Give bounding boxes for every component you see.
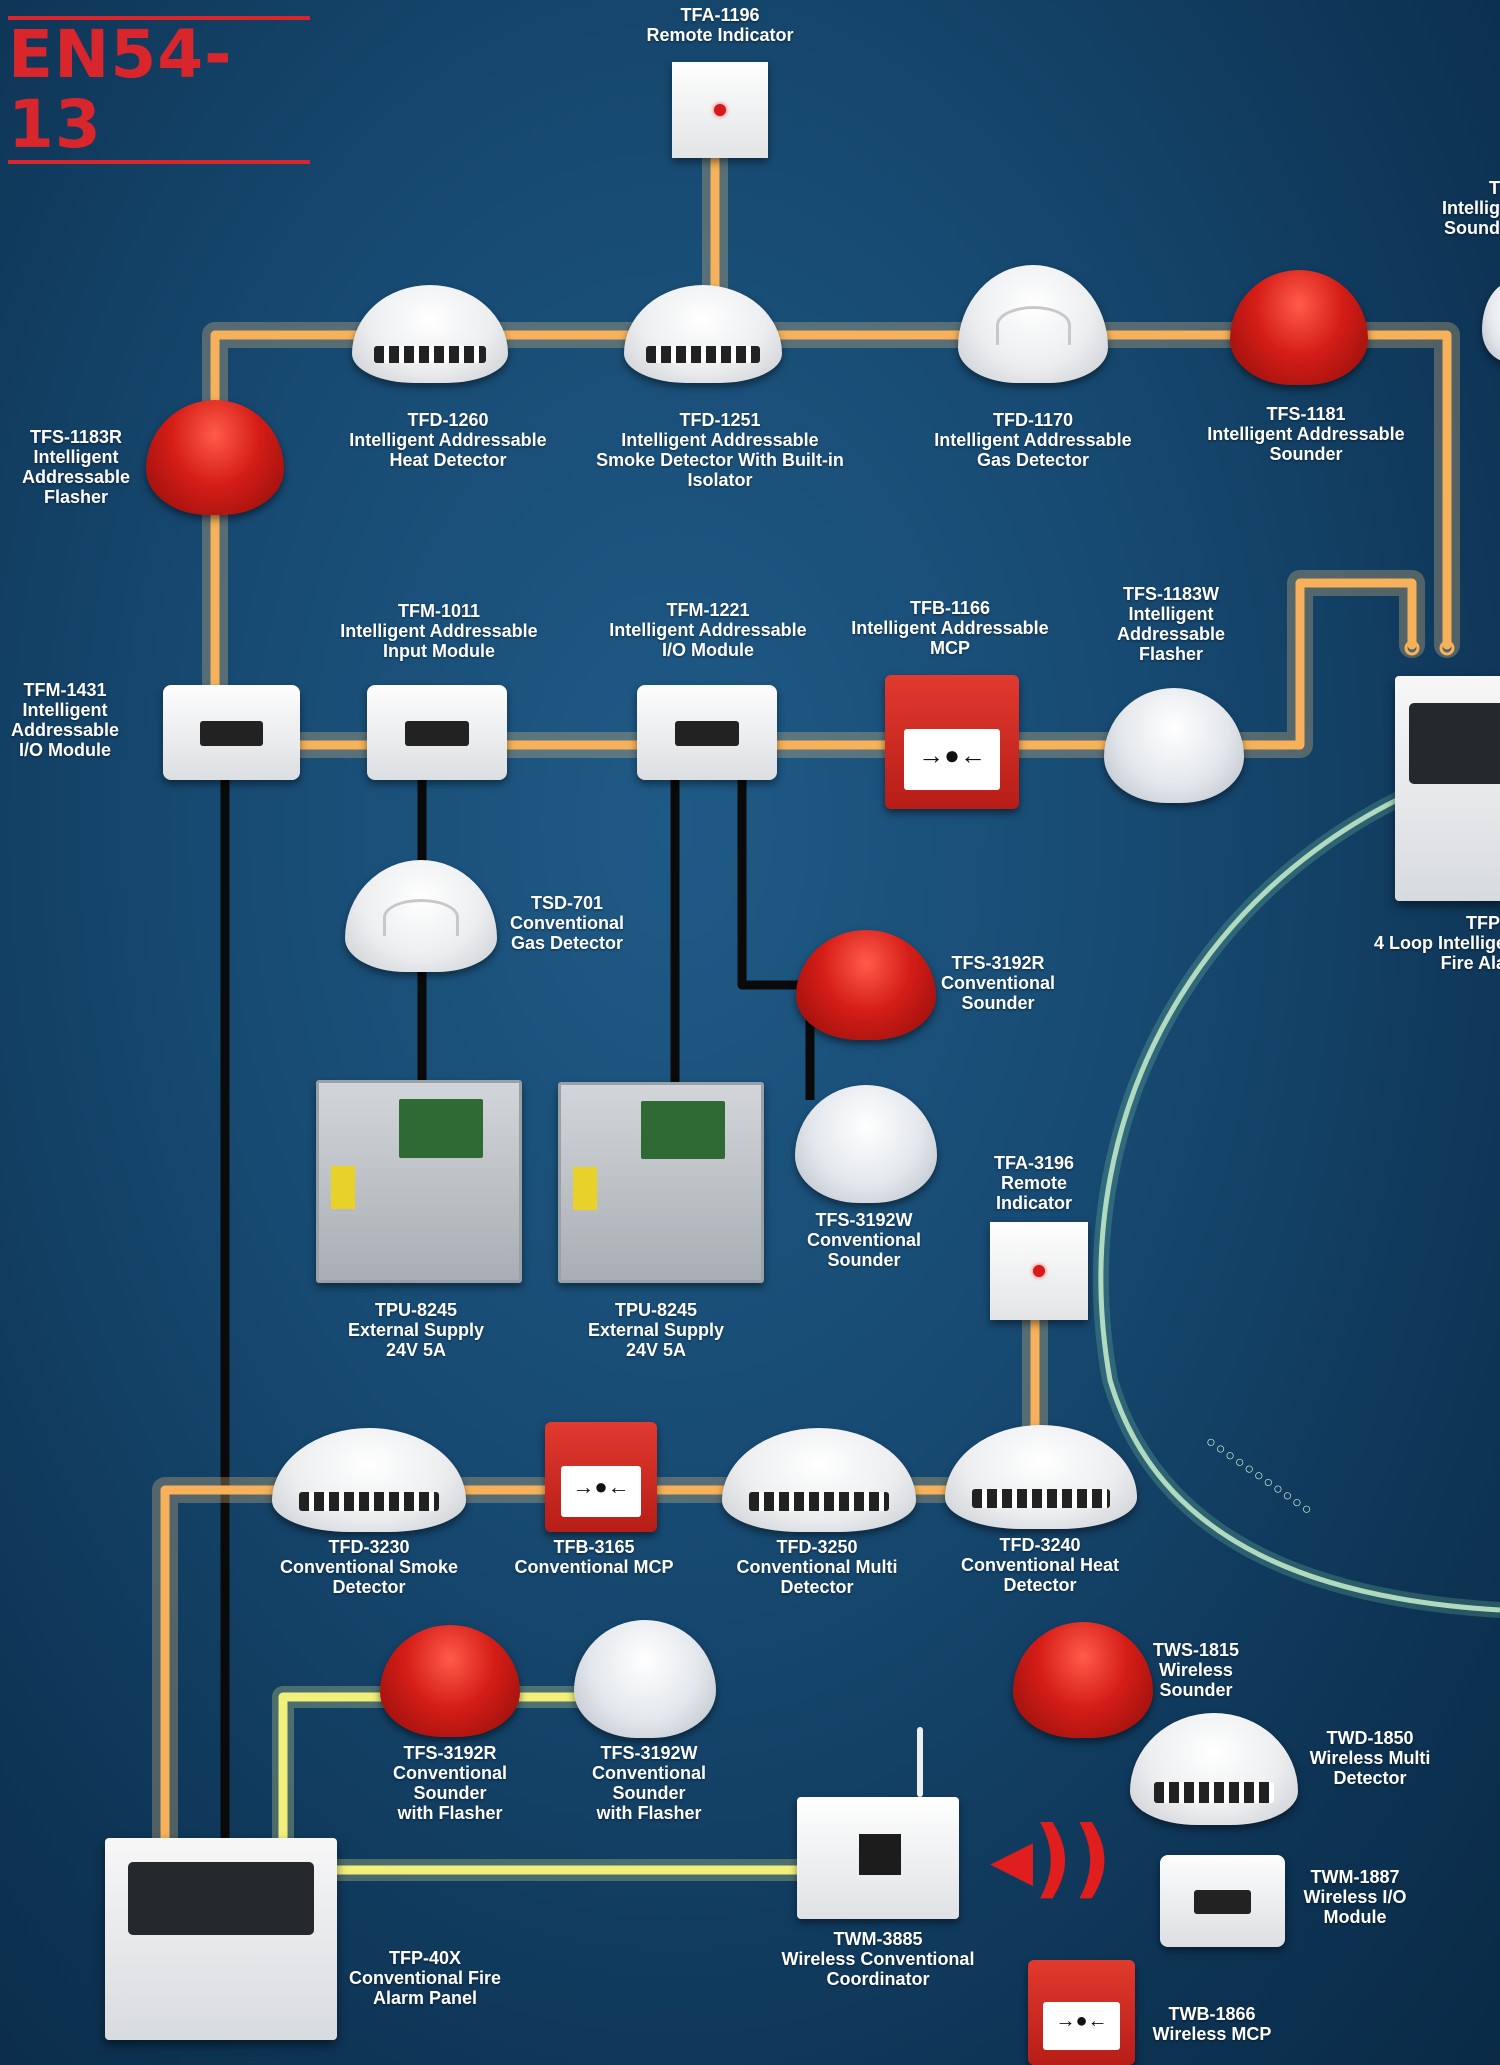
twm3885-coordinator: [797, 1727, 959, 1919]
tpu8245-power-supply-1: [316, 1080, 522, 1283]
tfm1221-output-wire-b: [737, 780, 815, 1100]
twm1887-wireless-io-module: [1160, 1855, 1285, 1947]
tfs1183r-flasher: [146, 400, 284, 515]
tfp40x-conventional-panel: [105, 1838, 337, 2040]
addressable-loop-top: [210, 330, 1452, 750]
tsd701-gas-detector: [345, 860, 497, 972]
tfm1431-io-module: [163, 685, 300, 780]
sounder-circuit-wire: [278, 1692, 650, 1845]
right-partial-sounder: [1482, 282, 1500, 362]
tfm1011-input-module: [367, 685, 507, 780]
tpu8245-power-supply-2: [558, 1082, 764, 1283]
tfb3165-mcp: →●←: [545, 1422, 657, 1532]
twb1866-wireless-mcp: →●←: [1028, 1960, 1135, 2065]
wireless-range-arc: [1098, 757, 1500, 1613]
wireless-signal-icon: ◂)): [990, 1808, 1112, 1908]
tfs3192r-sounder: [796, 930, 936, 1040]
tfp-4-loop-panel-partial: [1395, 676, 1500, 901]
tfs1183w-flasher: [1104, 688, 1244, 803]
tfs3192w-sounder: [795, 1085, 937, 1203]
tfs3192r-sounder-flasher: [380, 1625, 520, 1737]
tws1815-wireless-sounder: [1013, 1622, 1153, 1738]
logo-text: EN54-13: [8, 16, 233, 163]
tfm1221-io-module: [637, 685, 777, 780]
tfs1181-sounder: [1230, 270, 1368, 385]
en54-13-logo: EN54-13: [8, 16, 310, 164]
tfa1196-remote-indicator: [672, 62, 768, 158]
tfs3192w-sounder-flasher: [574, 1620, 716, 1738]
tfb1166-mcp: →●←: [885, 675, 1019, 809]
tfa3196-remote-indicator: [990, 1222, 1088, 1320]
